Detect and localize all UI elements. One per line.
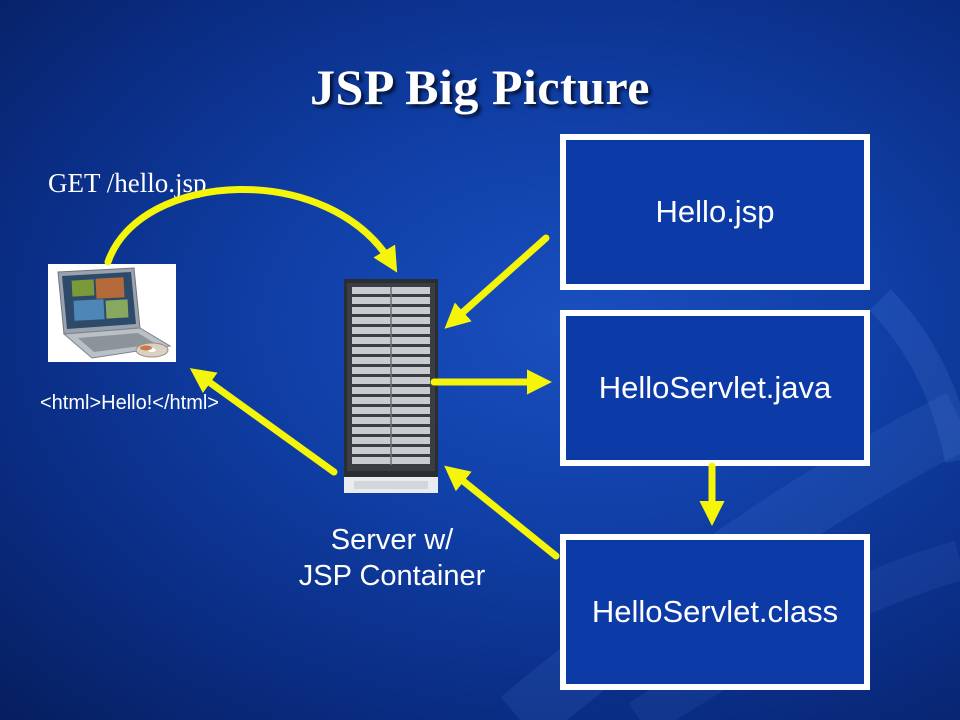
response-label: <html>Hello!</html> <box>40 392 219 414</box>
hello-servlet-class-box: HelloServlet.class <box>560 534 870 690</box>
hello-servlet-java-box: HelloServlet.java <box>560 310 870 466</box>
server-label-line2: JSP Container <box>298 560 486 592</box>
request-arrow <box>104 186 398 273</box>
response-arrow <box>189 368 338 476</box>
request-label: GET /hello.jsp <box>48 168 207 198</box>
server-label: Server w/ JSP Container <box>262 522 522 594</box>
laptop-icon <box>48 264 176 362</box>
server-label-line1: Server w/ <box>330 524 454 556</box>
server-rack-icon <box>344 279 438 493</box>
slide-title: JSP Big Picture <box>310 59 650 115</box>
hello-servlet-class-label: HelloServlet.class <box>591 594 839 629</box>
hello-jsp-box: Hello.jsp <box>560 134 870 290</box>
hello-servlet-java-label: HelloServlet.java <box>598 370 832 405</box>
hello-jsp-label: Hello.jsp <box>655 194 775 229</box>
jsp-to-server-arrow <box>444 234 550 329</box>
class-to-server-arrow <box>444 465 560 560</box>
